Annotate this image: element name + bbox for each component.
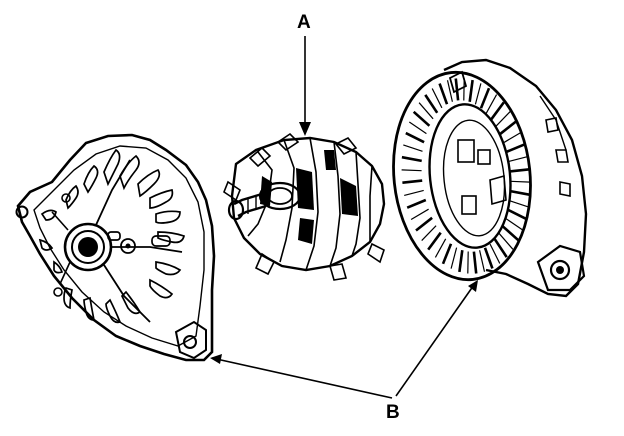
- stator-slot: [424, 94, 439, 114]
- stator-slot: [489, 243, 501, 264]
- stator-slot: [493, 238, 508, 258]
- arrowhead-a: [299, 122, 311, 136]
- label-a: A: [297, 12, 311, 33]
- stator-slot: [408, 121, 427, 135]
- callout-b: B: [210, 280, 478, 423]
- stator-rear-housing: [392, 58, 588, 298]
- stator-slot: [406, 198, 427, 209]
- stator-slot: [474, 83, 482, 105]
- stator-slot: [415, 216, 433, 232]
- stator-slot: [421, 225, 437, 242]
- stator-slot: [505, 217, 524, 231]
- stator-slot: [401, 155, 422, 163]
- stator-slot: [495, 110, 511, 127]
- stator-slot: [499, 120, 517, 136]
- leader-line-b-right: [395, 281, 477, 397]
- stator-slot: [501, 225, 520, 242]
- stator-slot: [441, 243, 453, 265]
- stator-slot: [507, 208, 527, 221]
- stator-slot: [505, 143, 526, 154]
- stator-slot: [427, 231, 442, 251]
- stator-slot: [410, 208, 429, 221]
- front-housing: [15, 133, 216, 362]
- stator-slot: [454, 78, 460, 101]
- stator-slot: [434, 238, 447, 258]
- stator-slot: [509, 200, 529, 208]
- stator-slot: [483, 247, 494, 269]
- arrowhead-b-right: [468, 280, 478, 292]
- callout-a: A: [297, 12, 311, 136]
- stator-slot: [485, 94, 498, 114]
- stator-slot: [450, 247, 458, 269]
- arrowhead-b-left: [210, 354, 222, 364]
- stator-slot: [446, 80, 453, 102]
- stator-slot: [412, 110, 431, 127]
- stator-slot: [405, 131, 425, 144]
- leader-line-b-left: [211, 357, 393, 399]
- stator-slot: [490, 101, 505, 121]
- stator-slot: [498, 232, 514, 250]
- stator-slot: [402, 179, 423, 184]
- rotor: [223, 132, 386, 281]
- front-housing-vents: [38, 148, 186, 324]
- stator-slot: [479, 250, 486, 272]
- stator-slot: [479, 87, 491, 109]
- stator-slot: [403, 144, 423, 152]
- stator-slot: [508, 156, 528, 163]
- stator-slot: [510, 180, 531, 183]
- stator-slot: [472, 251, 478, 274]
- stator-slot: [431, 88, 443, 109]
- stator-slot: [468, 79, 474, 102]
- stator-windings: [401, 78, 531, 274]
- stator-slot: [401, 169, 422, 172]
- stator-slot: [418, 102, 434, 120]
- stator-slot: [510, 189, 531, 197]
- stator-slot: [438, 83, 449, 105]
- label-b: B: [386, 402, 400, 423]
- stator-slot: [509, 168, 530, 173]
- stator-slot: [503, 131, 522, 144]
- stator-slot: [404, 189, 424, 196]
- stator-slot: [458, 250, 464, 273]
